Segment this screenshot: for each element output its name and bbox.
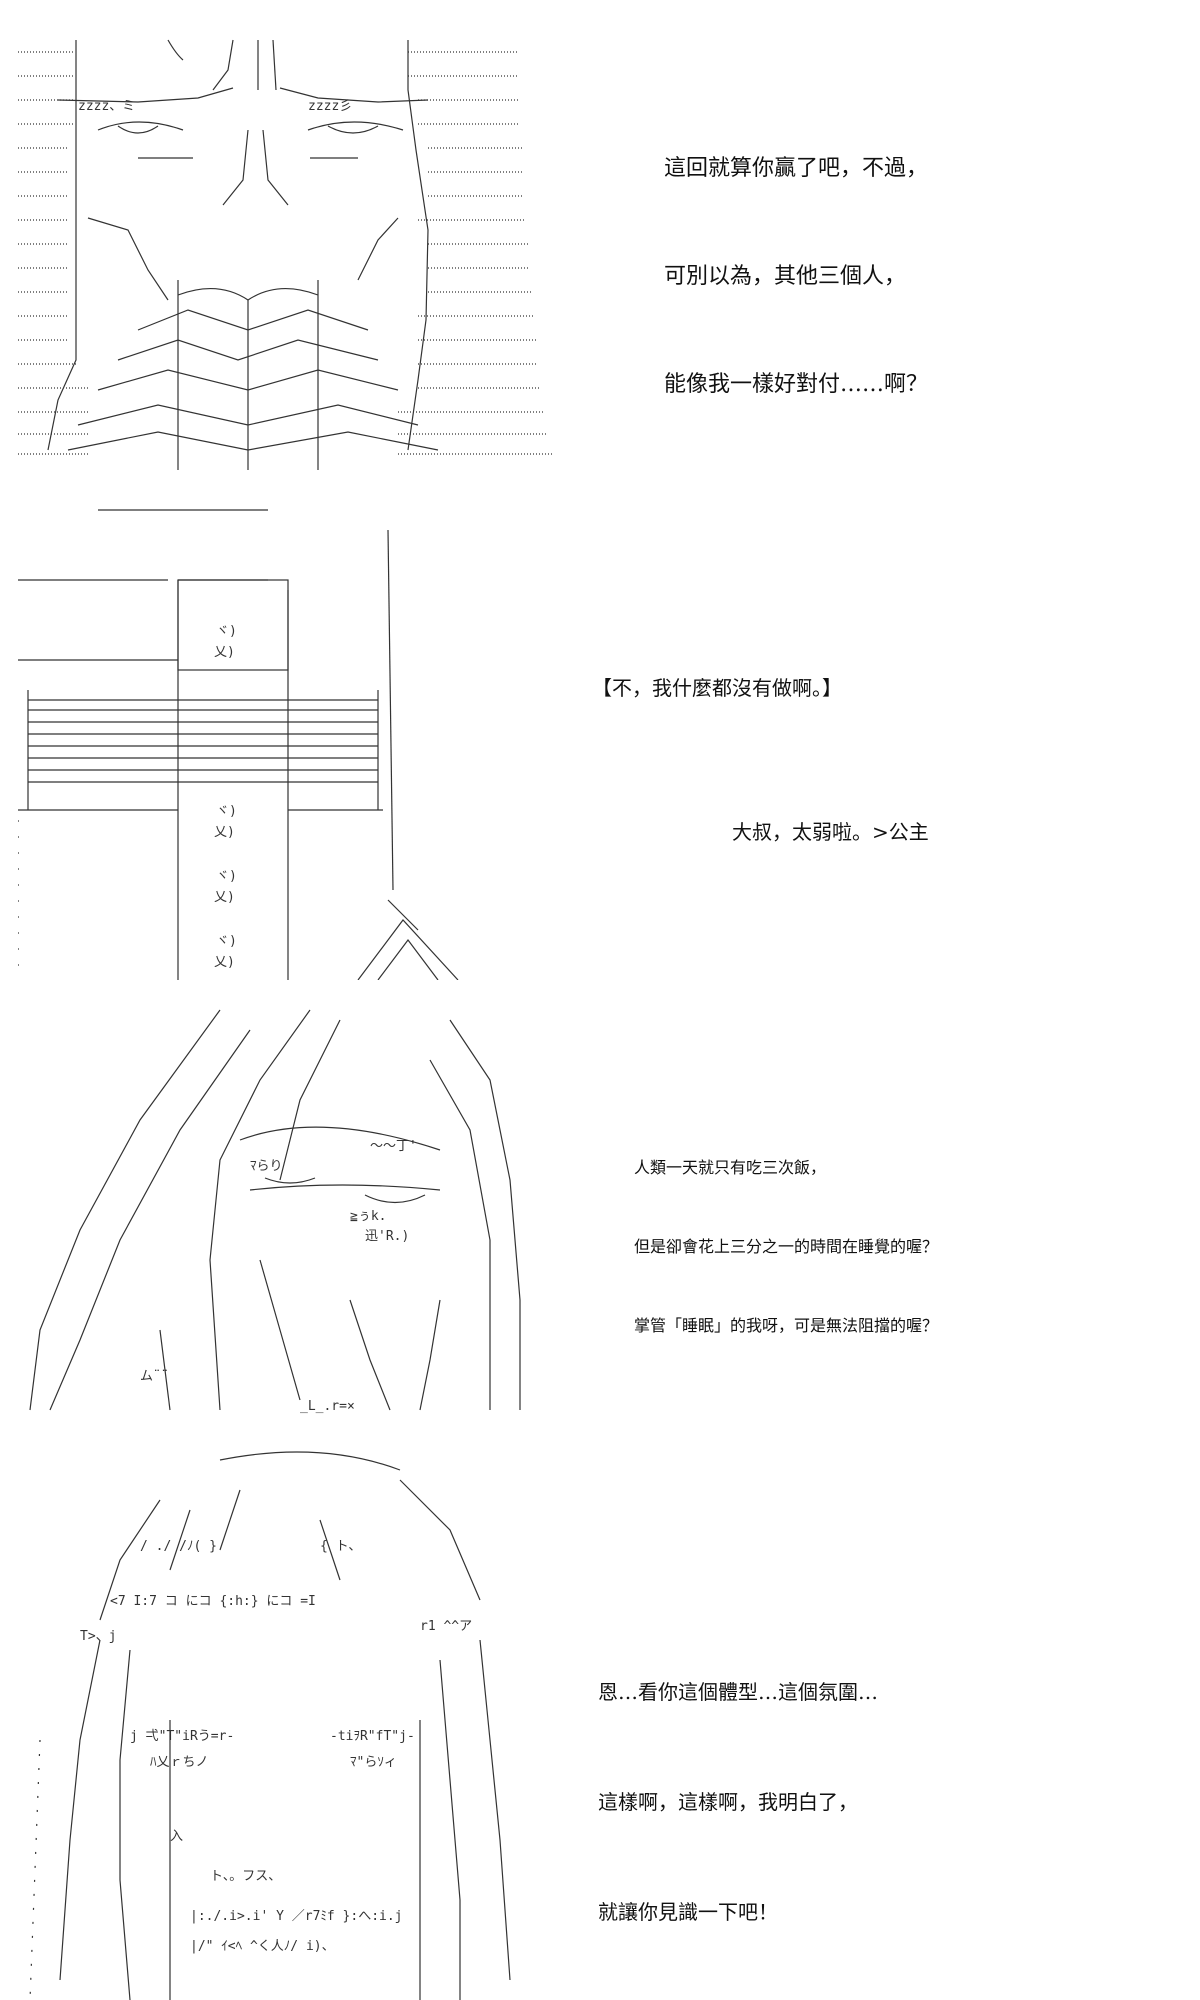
svg-text:zzzz彡: zzzz彡	[308, 99, 352, 114]
dotted-fill-right	[398, 51, 552, 455]
face-area: ﾏらり ～～丁' ≧ぅk. 迅'R.)	[239, 1126, 441, 1244]
svg-text:ヾ): ヾ)	[216, 869, 237, 884]
eyebrows: zzzz、ミ zzzz彡	[57, 87, 429, 114]
dotted-fill-left	[18, 51, 88, 455]
svg-text:T>、j: T>、j	[80, 1629, 116, 1644]
svg-text:ﾊ乂ｒちノ: ﾊ乂ｒちノ	[150, 1755, 209, 1770]
fire-symbols: ヾ) 乂) ヾ) 乂) ヾ) 乂) ヾ) 乂)	[214, 624, 237, 970]
dialogue-line: 這樣啊，這樣啊，我明白了，	[598, 1790, 858, 1814]
closed-eyes	[264, 1177, 426, 1204]
ascii-art-smiling-girl: / ./ /ﾉ( } { ト、 <7 I:7 コ にコ {:h:} にコ =I …	[20, 1440, 580, 2000]
svg-text:|:./.i>.i' Y ／r7ﾐf }:へ:i.j: |:./.i>.i' Y ／r7ﾐf }:へ:i.j	[190, 1909, 403, 1924]
svg-text:|/" ｲ<ﾍ ^く人ﾉ/ i)、: |/" ｲ<ﾍ ^く人ﾉ/ i)、	[190, 1939, 335, 1954]
svg-text:ヾ): ヾ)	[216, 804, 237, 819]
panel-2: ヾ) 乂) ヾ) 乂) ヾ) 乂) ヾ) 乂) 【不，我什麼都沒有做啊。】 大叔…	[0, 500, 1200, 980]
svg-text:/ ./ /ﾉ( }: / ./ /ﾉ( }	[140, 1539, 217, 1554]
hair-ornament: <7 I:7 コ にコ {:h:} にコ =I T>、j r1 ^^ア	[80, 1594, 472, 1644]
svg-text:zzzz、ミ: zzzz、ミ	[78, 99, 135, 114]
svg-text:{ ト、: { ト、	[320, 1539, 361, 1554]
dialogue-line: 可別以為，其他三個人，	[664, 264, 907, 289]
body-lines: ム¨¨ _L_.r=×	[140, 1259, 441, 1414]
svg-text:_L_.r=×: _L_.r=×	[300, 1399, 355, 1414]
svg-text:ト、。フス、: ト、。フス、	[210, 1869, 281, 1884]
svg-text:乂): 乂)	[214, 825, 235, 840]
hair-strands	[29, 1009, 521, 1411]
svg-text:ヾ): ヾ)	[216, 934, 237, 949]
dotted-left-edge	[29, 1739, 41, 2000]
building-frame	[18, 509, 394, 980]
svg-text:乂): 乂)	[214, 890, 235, 905]
svg-text:r1 ^^ア: r1 ^^ア	[420, 1619, 472, 1634]
ascii-art-sleeping-girl: ﾏらり ～～丁' ≧ぅk. 迅'R.) ム¨¨ _L_.r=×	[20, 1000, 580, 1420]
face-sides	[59, 1639, 511, 2000]
svg-text:<7 I:7 コ にコ {:h:} にコ =I: <7 I:7 コ にコ {:h:} にコ =I	[110, 1594, 316, 1609]
svg-text:≧ぅk.: ≧ぅk.	[350, 1209, 386, 1224]
face-outline	[47, 39, 429, 451]
svg-text:乂): 乂)	[214, 645, 235, 660]
ascii-art-smiling-girl-svg: / ./ /ﾉ( } { ト、 <7 I:7 コ にコ {:h:} にコ =I …	[29, 1451, 511, 2000]
svg-text:入: 入	[170, 1829, 183, 1844]
panel-3: ﾏらり ～～丁' ≧ぅk. 迅'R.) ム¨¨ _L_.r=× 人類一天就只有吃…	[0, 1000, 1200, 1420]
panel-1: zzzz、ミ zzzz彡	[0, 30, 1200, 470]
nose	[222, 129, 289, 206]
dialogue-line: 能像我一樣好對付……啊？	[664, 372, 929, 397]
dialogue-line: 就讓你見識一下吧！	[598, 1900, 778, 1924]
moustache	[67, 217, 439, 470]
svg-text:乂): 乂)	[214, 955, 235, 970]
building-stripes	[27, 690, 379, 810]
ascii-art-building: ヾ) 乂) ヾ) 乂) ヾ) 乂) ヾ) 乂)	[18, 500, 578, 980]
ascii-art-face-closeup: zzzz、ミ zzzz彡	[18, 30, 578, 470]
ascii-art-building-svg: ヾ) 乂) ヾ) 乂) ヾ) 乂) ヾ) 乂)	[18, 509, 459, 980]
dialogue-line: 【不，我什麼都沒有做啊。】	[592, 676, 842, 700]
hair-top: / ./ /ﾉ( } { ト、	[99, 1451, 481, 1621]
ascii-art-face-svg: zzzz、ミ zzzz彡	[18, 39, 552, 470]
mouth-area: 入 ト、。フス、 |:./.i>.i' Y ／r7ﾐf }:へ:i.j |/" …	[170, 1829, 403, 1954]
roof-lines	[357, 899, 459, 980]
svg-text:ﾏ"らｿィ: ﾏ"らｿィ	[350, 1755, 397, 1770]
dialogue-line: 人類一天就只有吃三次飯，	[634, 1158, 827, 1177]
svg-text:～～丁': ～～丁'	[370, 1139, 417, 1154]
dialogue-line: 但是卻會花上三分之一的時間在睡覺的喔？	[634, 1237, 939, 1256]
eyes	[97, 121, 404, 159]
svg-text:迅'R.): 迅'R.)	[365, 1229, 409, 1244]
dialogue-line: 恩…看你這個體型…這個氛圍…	[598, 1680, 878, 1704]
svg-text:ム¨¨: ム¨¨	[140, 1369, 169, 1384]
svg-text:ﾏらり: ﾏらり	[250, 1159, 283, 1174]
dialogue-line: 掌管「睡眠」的我呀，可是無法阻擋的喔？	[634, 1316, 939, 1335]
dialogue-line: 這回就算你贏了吧，不過，	[664, 156, 929, 181]
eyes: j 弌"T"iRう=r- -tiｦR"fT"j- ﾊ乂ｒちノ ﾏ"らｿィ	[130, 1729, 415, 1770]
svg-text:-tiｦR"fT"j-: -tiｦR"fT"j-	[330, 1729, 415, 1744]
ascii-art-sleeping-girl-svg: ﾏらり ～～丁' ≧ぅk. 迅'R.) ム¨¨ _L_.r=×	[29, 1009, 521, 1414]
svg-text:j 弌"T"iRう=r-: j 弌"T"iRう=r-	[130, 1729, 234, 1744]
dialogue-line: 大叔，太弱啦。>公主	[732, 820, 929, 844]
panel-4: / ./ /ﾉ( } { ト、 <7 I:7 コ にコ {:h:} にコ =I …	[0, 1440, 1200, 2000]
svg-text:ヾ): ヾ)	[216, 624, 237, 639]
